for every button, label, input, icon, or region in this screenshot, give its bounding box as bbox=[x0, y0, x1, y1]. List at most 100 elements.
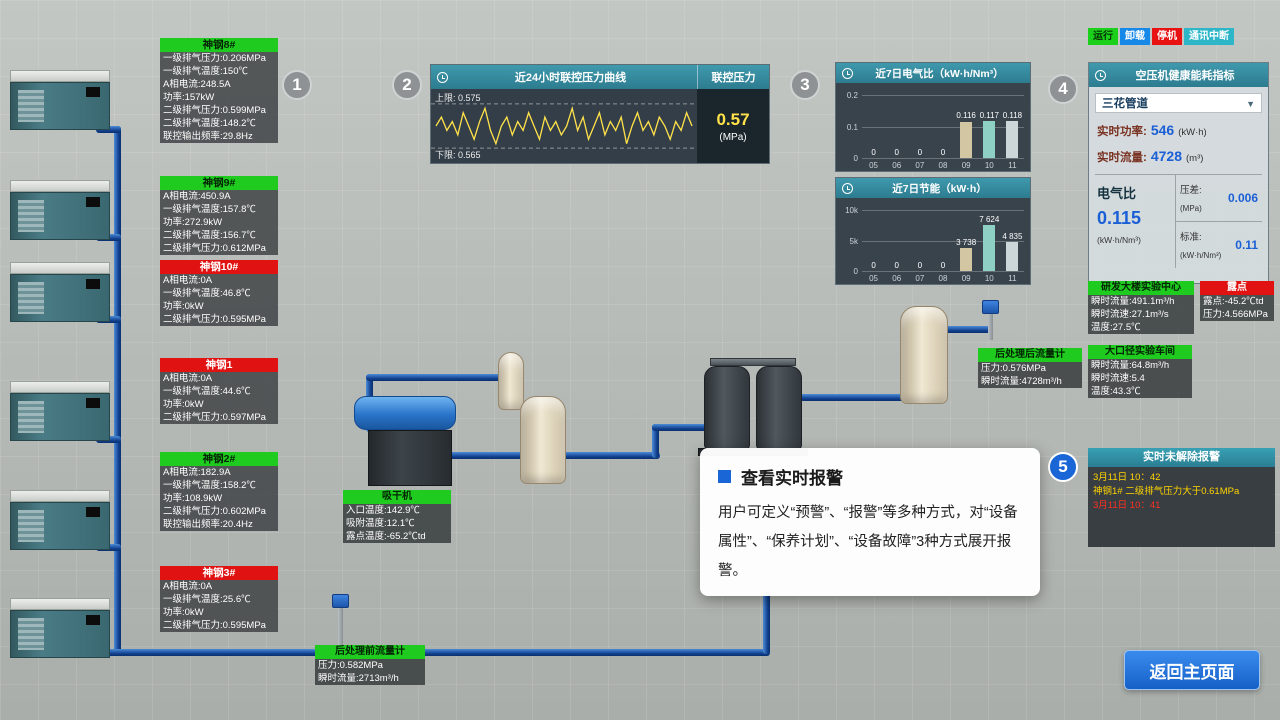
pipe-segment bbox=[560, 452, 660, 459]
metric-row: 瞬时流量:4728m³/h bbox=[981, 376, 1062, 387]
alarm-panel-title: 实时未解除报警 bbox=[1088, 448, 1275, 467]
compressor-unit-4[interactable] bbox=[10, 381, 110, 441]
metric-row: 一级排气温度:157.8℃ bbox=[163, 204, 256, 215]
metric-row: 压力:0.576MPa bbox=[981, 363, 1046, 374]
metric-row: A相电流:450.9A bbox=[163, 191, 231, 202]
flow-panel-dewpoint: 露点 露点:-45.2℃td 压力:4.566MPa bbox=[1200, 281, 1274, 321]
diff-unit: (MPa) bbox=[1180, 204, 1202, 213]
tooltip-body: 用户可定义“预警”、“报警”等多种方式，对“设备属性”、“保养计划”、“设备故障… bbox=[718, 505, 1018, 579]
ratio-unit: (kW·h/Nm³) bbox=[1097, 235, 1141, 245]
compressor-panel-2[interactable]: 神钢9# A相电流:450.9A 一级排气温度:157.8℃ 功率:272.9k… bbox=[160, 176, 278, 255]
flow-panel-large-bore: 大口径实验车间 瞬时流量:64.8m³/h 瞬时流速:5.4 温度:43.3℃ bbox=[1088, 345, 1192, 398]
flow-panel-rd-building: 研发大楼实验中心 瞬时流量:491.1m³/h 瞬时流速:27.1m³/s 温度… bbox=[1088, 281, 1194, 334]
metric-row: 入口温度:142.9℃ bbox=[346, 505, 420, 516]
compressor-panel-3[interactable]: 神钢10# A相电流:0A 一级排气温度:46.8℃ 功率:0kW 二级排气压力… bbox=[160, 260, 278, 326]
step-badge-4: 4 bbox=[1048, 74, 1078, 104]
control-screen bbox=[86, 615, 100, 625]
metric-row: 一级排气温度:46.8℃ bbox=[163, 288, 251, 299]
dryer-tower-right bbox=[756, 366, 802, 450]
vent-grille bbox=[18, 510, 44, 542]
dryer-tower-left bbox=[704, 366, 750, 450]
status-legend: 运行 卸载 停机 通讯中断 bbox=[1088, 28, 1272, 45]
power-label: 实时功率: bbox=[1097, 126, 1147, 138]
metric-row: 二级排气压力:0.602MPa bbox=[163, 506, 266, 517]
flow-panel-title: 后处理后流量计 bbox=[978, 348, 1082, 362]
compressor-unit-2[interactable] bbox=[10, 180, 110, 240]
control-screen bbox=[86, 87, 100, 97]
metric-row: 功率:0kW bbox=[163, 399, 204, 410]
metric-row: 吸附温度:12.1℃ bbox=[346, 518, 415, 529]
pressure-unit: (MPa) bbox=[719, 131, 747, 143]
metric-row: 瞬时流速:27.1m³/s bbox=[1091, 309, 1169, 320]
metric-row: A相电流:248.5A bbox=[163, 79, 231, 90]
energy-saving-chart-title: 近7日节能（kW·h） bbox=[892, 182, 987, 195]
control-screen bbox=[86, 279, 100, 289]
control-screen bbox=[86, 507, 100, 517]
compressor-panel-1[interactable]: 神钢8# 一级排气压力:0.206MPa 一级排气温度:150℃ A相电流:24… bbox=[160, 38, 278, 143]
realtime-alarm-panel[interactable]: 实时未解除报警 3月11日 10：42 神钢1# 二级排气压力大于0.61MPa… bbox=[1088, 448, 1275, 547]
compressor-unit-5[interactable] bbox=[10, 490, 110, 550]
metric-row: 一级排气温度:150℃ bbox=[163, 66, 248, 77]
pipe-segment bbox=[366, 374, 518, 381]
alarm-entry-message: 神钢1# 二级排气压力大于0.61MPa bbox=[1093, 486, 1240, 497]
metric-row: 露点温度:-65.2℃td bbox=[346, 531, 426, 542]
pipe-segment bbox=[114, 126, 121, 656]
flow-panel-title: 吸干机 bbox=[343, 490, 451, 504]
pressure-side-title: 联控压力 bbox=[697, 65, 769, 89]
pressure-curve-panel: 近24小时联控压力曲线 联控压力 上限: 0.575 下限: 0.565 0.5… bbox=[430, 64, 770, 164]
vent-grille bbox=[18, 282, 44, 314]
metric-row: 压力:4.566MPa bbox=[1203, 309, 1268, 320]
legend-stopped: 停机 bbox=[1152, 28, 1182, 45]
flowmeter-instrument-after bbox=[982, 300, 999, 340]
step-badge-5: 5 bbox=[1048, 452, 1078, 482]
compressor-panel-6[interactable]: 神钢3# A相电流:0A 一级排气温度:25.6℃ 功率:0kW 二级排气压力:… bbox=[160, 566, 278, 632]
metric-row: 一级排气温度:158.2℃ bbox=[163, 480, 256, 491]
pipe-segment bbox=[800, 394, 908, 401]
pressure-value-box: 0.57 (MPa) bbox=[697, 89, 769, 163]
vent-grille bbox=[18, 618, 44, 650]
flow-unit: (m³) bbox=[1186, 153, 1204, 164]
compressor-unit-1[interactable] bbox=[10, 70, 110, 130]
compressor-panel-5[interactable]: 神钢2# A相电流:182.9A 一级排气温度:158.2℃ 功率:108.9k… bbox=[160, 452, 278, 531]
compressor-unit-6[interactable] bbox=[10, 598, 110, 658]
metric-row: 联控输出频率:29.8Hz bbox=[163, 131, 253, 142]
metric-row: A相电流:182.9A bbox=[163, 467, 231, 478]
control-screen bbox=[86, 197, 100, 207]
bullet-square-icon bbox=[718, 470, 731, 483]
lower-limit-label: 下限: 0.565 bbox=[435, 150, 481, 160]
metric-row: 二级排气压力:0.597MPa bbox=[163, 412, 266, 423]
alarm-entry-time: 3月11日 10：41 bbox=[1093, 500, 1161, 511]
flow-panel-title: 大口径实验车间 bbox=[1088, 345, 1192, 359]
vent-grille bbox=[18, 200, 44, 232]
power-value: 546 bbox=[1150, 122, 1175, 138]
electric-ratio-chart-title: 近7日电气比（kW·h/Nm³） bbox=[875, 67, 1004, 80]
flow-panel-post-treatment-before: 后处理前流量计 压力:0.582MPa 瞬时流量:2713m³/h bbox=[315, 645, 425, 685]
std-unit: (kW·h/Nm³) bbox=[1180, 251, 1222, 260]
metric-row: 瞬时流量:2713m³/h bbox=[318, 673, 399, 684]
metric-row: 功率:272.9kW bbox=[163, 217, 223, 228]
std-value: 0.11 bbox=[1235, 238, 1258, 252]
clock-icon bbox=[437, 71, 448, 83]
metric-row: 压力:0.582MPa bbox=[318, 660, 383, 671]
metric-row: 二级排气压力:0.599MPa bbox=[163, 105, 266, 116]
compressor-unit-3[interactable] bbox=[10, 262, 110, 322]
pipe-segment bbox=[388, 452, 540, 459]
metric-row: 二级排气压力:0.595MPa bbox=[163, 620, 266, 631]
clock-icon bbox=[842, 182, 853, 194]
metric-row: 功率:108.9kW bbox=[163, 493, 223, 504]
step-badge-2: 2 bbox=[392, 70, 422, 100]
compressor-name: 神钢2# bbox=[160, 452, 278, 466]
step-badge-1: 1 bbox=[282, 70, 312, 100]
alarm-entry-time: 3月11日 10：42 bbox=[1093, 472, 1161, 483]
pipeline-selected: 三花管道 bbox=[1102, 98, 1148, 110]
ratio-value: 0.115 bbox=[1097, 208, 1142, 228]
compressor-panel-4[interactable]: 神钢1 A相电流:0A 一级排气温度:44.6℃ 功率:0kW 二级排气压力:0… bbox=[160, 358, 278, 424]
upper-limit-label: 上限: 0.575 bbox=[435, 93, 481, 103]
legend-comm-lost: 通讯中断 bbox=[1184, 28, 1234, 45]
main-air-tank bbox=[900, 306, 948, 404]
chevron-down-icon: ▼ bbox=[1246, 99, 1255, 109]
vent-grille bbox=[18, 90, 44, 122]
return-home-button[interactable]: 返回主页面 bbox=[1124, 650, 1260, 690]
clock-icon bbox=[842, 67, 853, 79]
pipeline-selector[interactable]: 三花管道 ▼ bbox=[1095, 93, 1262, 113]
